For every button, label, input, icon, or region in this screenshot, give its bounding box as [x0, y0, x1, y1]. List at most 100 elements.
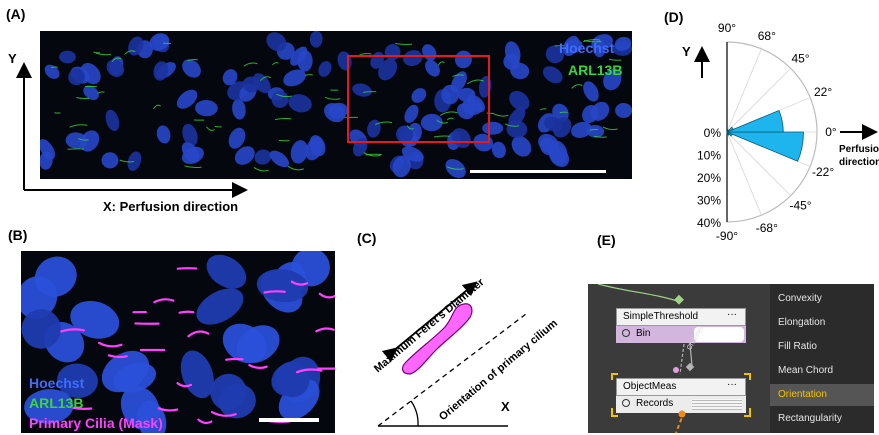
nucleus	[583, 81, 599, 102]
nucleus	[511, 136, 532, 157]
menu-item-mean-chord[interactable]: Mean Chord	[778, 365, 834, 376]
nucleus	[269, 150, 289, 168]
cilium-mask	[107, 354, 128, 359]
port-label-records: Records	[636, 398, 674, 409]
nucleus	[571, 121, 592, 138]
panel-a-y-axis-label: Y	[8, 51, 17, 66]
nucleus	[305, 137, 323, 161]
radio-port-icon	[622, 399, 630, 407]
nucleus	[101, 350, 150, 393]
radio-port-icon	[622, 329, 630, 337]
menu-item-rectangularity[interactable]: Rectangularity	[778, 413, 842, 424]
nucleus	[24, 389, 74, 424]
cilia-group	[51, 39, 622, 172]
radial-tick-label: 40%	[697, 216, 721, 230]
cilium	[571, 84, 583, 89]
cilium	[492, 112, 509, 117]
perfusion-label-line2: direction	[839, 157, 879, 168]
angle-tick-label: -68°	[756, 221, 778, 235]
angle-tick-label: 45°	[791, 51, 809, 65]
radial-tick-label: 20%	[697, 171, 721, 185]
cilium	[446, 166, 464, 170]
panel-a-axes	[16, 62, 248, 198]
simple-threshold-port[interactable]: Bin	[616, 326, 746, 343]
nucleus	[593, 39, 606, 58]
channel-label-arl13b-b: ARL13B	[29, 395, 84, 411]
cilium	[439, 111, 458, 116]
nucleus	[256, 269, 309, 303]
polar-bar	[726, 109, 784, 133]
cilium-mask	[60, 328, 86, 333]
nucleus	[156, 125, 171, 144]
nucleus	[21, 309, 62, 349]
nucleus	[404, 104, 419, 124]
menu-item-convexity[interactable]: Convexity	[778, 293, 822, 304]
polar-histogram: 90°68°45°22°0°-22°-45°-68°-90°0%10%20%30…	[694, 21, 878, 243]
cilium	[433, 135, 451, 138]
radial-tick-label: 10%	[697, 149, 721, 163]
angle-tick-label: -90°	[716, 229, 738, 243]
angle-tick-label: -22°	[812, 165, 834, 179]
nucleus	[149, 33, 170, 51]
menu-item-orientation[interactable]: Orientation	[770, 384, 874, 406]
nucleus	[503, 53, 520, 70]
panel-c-x-axis-label: X	[501, 399, 510, 414]
cilium	[437, 61, 445, 66]
cilium-mask	[263, 290, 286, 294]
nucleus	[176, 89, 198, 109]
node-menu-icon[interactable]: ···	[727, 309, 737, 320]
nucleus	[392, 155, 411, 178]
nucleus	[21, 276, 58, 320]
cilium-mask	[225, 357, 244, 361]
channel-label-hoechst: Hoechst	[559, 40, 615, 56]
grid-spoke	[726, 131, 762, 216]
object-meas-node[interactable]: ObjectMeas ···	[616, 378, 746, 396]
cilium	[96, 52, 111, 56]
menu-item-fill-ratio[interactable]: Fill Ratio	[778, 341, 817, 352]
nucleus	[614, 36, 632, 52]
workflow-canvas: SimpleThreshold ··· Bin Channel ObjectMe…	[588, 284, 772, 433]
cilium	[243, 62, 258, 67]
cilium	[436, 119, 448, 124]
object-meas-port[interactable]: Records	[616, 396, 746, 413]
simple-threshold-node[interactable]: SimpleThreshold ···	[616, 308, 746, 326]
grid-spoke	[726, 131, 791, 196]
object-meas-title: ObjectMeas	[623, 381, 677, 392]
cilium	[214, 125, 222, 128]
nucleus	[218, 383, 256, 419]
cilium	[324, 96, 341, 100]
nucleus	[182, 59, 201, 78]
nucleus	[44, 64, 60, 79]
nucleus	[153, 61, 169, 81]
port-label-bin: Bin	[636, 328, 651, 339]
menu-item-elongation[interactable]: Elongation	[778, 317, 826, 328]
nucleus	[56, 363, 98, 398]
nucleus	[403, 50, 423, 66]
cilium-mask	[97, 341, 123, 348]
cilium	[467, 79, 484, 85]
selection-brackets	[611, 373, 751, 418]
cilium	[77, 138, 89, 141]
angle-tick-label: 0°	[825, 125, 837, 139]
cilium	[365, 153, 382, 156]
cilium-mask	[176, 382, 193, 388]
nucleus	[105, 109, 120, 132]
node-menu-icon[interactable]: ···	[727, 379, 737, 390]
nucleus	[228, 127, 246, 149]
cilium	[304, 74, 313, 76]
cilium-mask	[197, 418, 213, 425]
nucleus	[563, 35, 580, 57]
cilium	[97, 91, 105, 94]
nucleus	[271, 90, 289, 108]
grid-spoke	[726, 48, 762, 133]
nucleus	[615, 103, 632, 118]
nucleus	[540, 137, 556, 156]
cilium	[69, 124, 88, 128]
polar-bars	[726, 109, 804, 162]
nucleus	[80, 63, 101, 85]
table-preview-icon	[692, 399, 742, 410]
cilium	[184, 165, 202, 169]
cilium	[272, 62, 279, 66]
cilium	[363, 152, 381, 157]
cilium	[602, 126, 618, 131]
